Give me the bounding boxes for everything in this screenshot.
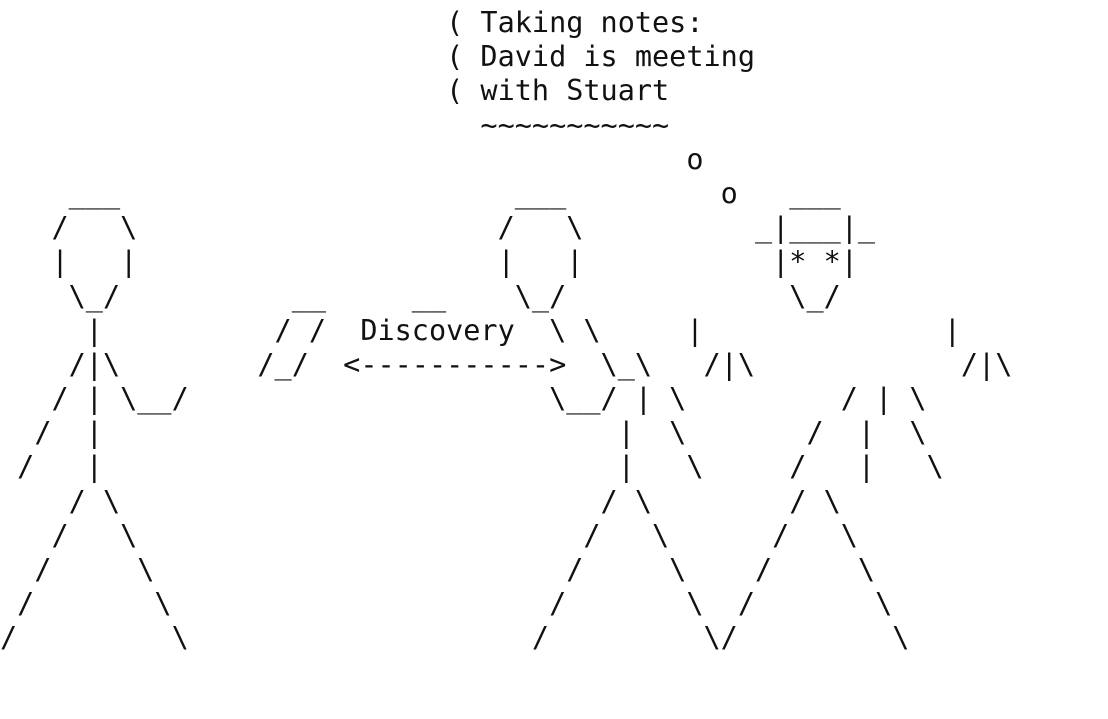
diagram-line-2: ( David is meeting: [0, 40, 755, 74]
diagram-line-5: o: [0, 142, 704, 176]
diagram-line-15: / \ / \ / \: [0, 484, 841, 518]
diagram-line-6: ___ ___ o ___: [0, 176, 841, 210]
diagram-line-13: / | | \ / | \: [0, 416, 927, 450]
diagram-line-7: / \ / \ _|___|_: [0, 211, 876, 245]
diagram-line-18: / \ / \ / \: [0, 587, 893, 621]
diagram-line-4: ~~~~~~~~~~~: [0, 108, 670, 142]
diagram-line-12: / | \__/ \__/ | \ / | \: [0, 382, 927, 416]
diagram-line-11: /|\ /_/ <-----------> \_\ /|\ /|\: [0, 347, 1013, 381]
diagram-line-17: / \ / \ / \: [0, 553, 876, 586]
diagram-line-16: / \ / \ / \: [0, 518, 858, 552]
diagram-line-14: / | | \ / | \: [0, 450, 944, 484]
ascii-diagram: ( Taking notes: ( David is meeting ( wit…: [0, 6, 1013, 655]
diagram-line-10: | / / Discovery \ \ | |: [0, 313, 961, 347]
diagram-line-19: / \ / \/ \: [0, 621, 910, 655]
diagram-line-1: ( Taking notes:: [0, 6, 704, 39]
diagram-line-3: ( with Stuart: [0, 74, 670, 108]
diagram-line-8: | | | | |* *|: [0, 245, 858, 279]
diagram-line-9: \_/ __ __ \_/ \_/: [0, 279, 841, 313]
